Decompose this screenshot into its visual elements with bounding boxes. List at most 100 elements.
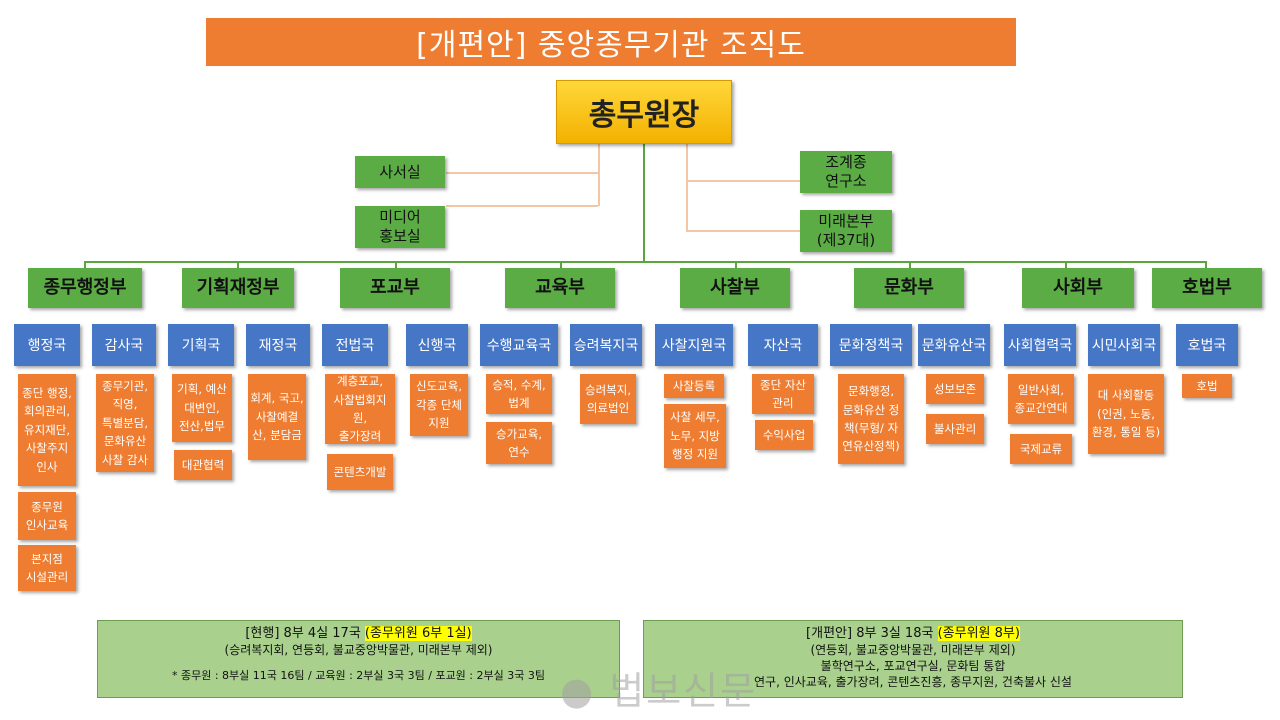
bureau-box: 수행교육국: [480, 324, 558, 366]
task-text: 사찰 세무, 노무, 지방 행정 지원: [670, 410, 720, 462]
task-text: 국제교류: [1019, 441, 1063, 456]
connector-line: [237, 261, 239, 269]
task-box: 대관협력: [174, 450, 232, 480]
task-text: 종단 행정, 회의관리, 유지재단, 사찰주지 인사: [22, 386, 72, 474]
dept-box: 사찰부: [680, 268, 790, 308]
staff-office-secretariat: 사서실: [355, 156, 445, 188]
task-box: 사찰등록: [664, 374, 724, 398]
task-box: 계층포교, 사찰법회지원, 출가장려: [325, 374, 395, 444]
task-box: 승적, 수계, 법계: [486, 374, 552, 414]
task-box: 불사관리: [926, 414, 984, 444]
connector-line: [686, 230, 800, 232]
connector-line: [1205, 261, 1207, 269]
task-box: 일반사회, 종교간연대: [1008, 374, 1074, 424]
bureau-box: 사회협력국: [1004, 324, 1076, 366]
staff-office-research-label: 조계종 연구소: [825, 153, 867, 190]
task-box: 호법: [1182, 374, 1232, 398]
connector-line: [686, 180, 800, 182]
task-box: 기획, 예산 대변인, 전산,법무: [172, 374, 232, 442]
note-reform-line4: 연구, 인사교육, 출가장려, 콘텐츠진흥, 종무지원, 건축불사 신설: [754, 675, 1072, 689]
task-box: 종단 자산 관리: [752, 374, 814, 414]
dept-box: 종무행정부: [28, 268, 142, 308]
bureau-box: 행정국: [14, 324, 80, 366]
bureau-box: 문화유산국: [918, 324, 990, 366]
task-text: 승적, 수계, 법계: [492, 377, 546, 410]
note-reform-highlight: (종무위원 8부): [937, 626, 1020, 641]
bureau-box: 시민사회국: [1088, 324, 1160, 366]
dept-box: 포교부: [340, 268, 450, 308]
task-box: 종무원 인사교육: [18, 492, 76, 540]
dept-box: 호법부: [1152, 268, 1262, 308]
bureau-box: 감사국: [92, 324, 156, 366]
note-reform-prefix: [개편안] 8부 3실 18국: [806, 626, 938, 641]
bureau-box: 전법국: [322, 324, 388, 366]
bureau-box: 호법국: [1176, 324, 1238, 366]
dept-box: 기획재정부: [182, 268, 294, 308]
task-text: 본지점 시설관리: [25, 551, 69, 584]
connector-line: [643, 144, 645, 262]
watermark-text: 법보신문: [609, 669, 758, 713]
task-text: 문화행정, 문화유산 정 책(무형/ 자 연유산정책): [842, 384, 900, 454]
note-current: [현행] 8부 4실 17국 (종무위원 6부 1실) (승려복지회, 연등회,…: [97, 620, 620, 698]
bureau-box: 재정국: [246, 324, 310, 366]
connector-line: [1065, 261, 1067, 269]
connector-line: [395, 261, 397, 269]
task-text: 종무원 인사교육: [25, 499, 69, 532]
task-box: 본지점 시설관리: [18, 545, 76, 591]
task-text: 일반사회, 종교간연대: [1014, 382, 1068, 415]
task-box: 종단 행정, 회의관리, 유지재단, 사찰주지 인사: [18, 374, 76, 486]
task-text: 사찰등록: [672, 378, 716, 393]
staff-office-media-label: 미디어 홍보실: [379, 208, 421, 245]
task-text: 수익사업: [762, 427, 806, 442]
task-text: 대관협력: [181, 457, 225, 472]
task-box: 종무기관, 직영, 특별분담, 문화유산 사찰 감사: [96, 374, 154, 472]
task-text: 종무기관, 직영, 특별분담, 문화유산 사찰 감사: [102, 379, 148, 467]
staff-office-research: 조계종 연구소: [800, 151, 892, 193]
bureau-box: 기획국: [168, 324, 234, 366]
task-box: 성보보존: [926, 374, 984, 404]
bureau-box: 문화정책국: [830, 324, 912, 366]
connector-line: [909, 261, 911, 269]
connector-line: [84, 261, 1206, 263]
task-box: 수익사업: [755, 420, 813, 450]
bureau-box: 사찰지원국: [655, 324, 733, 366]
dept-box: 교육부: [505, 268, 615, 308]
task-text: 기획, 예산 대변인, 전산,법무: [177, 382, 227, 434]
dept-box: 사회부: [1022, 268, 1134, 308]
staff-office-future: 미래본부 (제37대): [800, 210, 892, 252]
task-text: 성보보존: [933, 381, 977, 396]
note-reform-line1: [개편안] 8부 3실 18국 (종무위원 8부): [644, 626, 1182, 642]
watermark-logo: ● 법보신문: [560, 660, 757, 715]
staff-office-media: 미디어 홍보실: [355, 206, 445, 248]
task-box: 승려복지, 의료법인: [580, 374, 636, 424]
note-current-line3: * 종무원 : 8부실 11국 16팀 / 교육원 : 2부실 3국 3팀 / …: [172, 669, 545, 682]
connector-line: [446, 205, 598, 207]
task-box: 국제교류: [1010, 434, 1072, 464]
task-text: 종단 자산 관리: [760, 377, 806, 410]
task-text: 회계, 국고, 사찰예결 산, 분담금: [250, 391, 304, 443]
connector-line: [560, 261, 562, 269]
note-current-line1: [현행] 8부 4실 17국 (종무위원 6부 1실): [98, 626, 619, 642]
director-general-box: 총무원장: [556, 80, 732, 144]
bureau-box: 자산국: [748, 324, 818, 366]
note-current-line2: (승려복지회, 연등회, 불교중앙박물관, 미래본부 제외): [224, 643, 493, 657]
task-text: 대 사회활동 (인권, 노동, 환경, 통일 등): [1091, 388, 1161, 440]
task-text: 호법: [1196, 378, 1218, 393]
note-current-prefix: [현행] 8부 4실 17국: [245, 626, 365, 641]
task-box: 대 사회활동 (인권, 노동, 환경, 통일 등): [1088, 374, 1164, 454]
task-text: 계층포교, 사찰법회지원, 출가장려: [333, 374, 387, 444]
task-text: 불사관리: [933, 421, 977, 436]
note-reform-line3: 불학연구소, 포교연구실, 문화팀 통합: [820, 659, 1006, 673]
connector-line: [735, 261, 737, 269]
task-box: 문화행정, 문화유산 정 책(무형/ 자 연유산정책): [838, 374, 904, 464]
task-text: 승가교육, 연수: [496, 426, 542, 459]
task-box: 회계, 국고, 사찰예결 산, 분담금: [248, 374, 306, 460]
connector-line: [446, 172, 598, 174]
connector-line: [84, 261, 86, 269]
task-text: 승려복지, 의료법인: [585, 382, 631, 415]
note-reform-line2: (연등회, 불교중앙박물관, 미래본부 제외): [810, 643, 1016, 657]
bureau-box: 승려복지국: [570, 324, 642, 366]
staff-office-future-label: 미래본부 (제37대): [816, 212, 876, 249]
dept-box: 문화부: [854, 268, 964, 308]
task-text: 신도교육, 각종 단체 지원: [416, 379, 462, 431]
